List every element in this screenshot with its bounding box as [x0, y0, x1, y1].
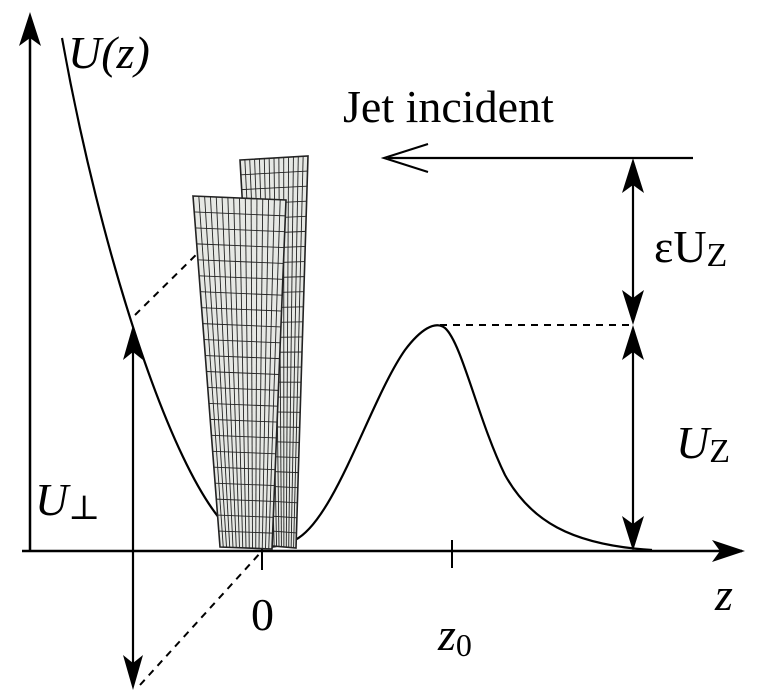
surface-mesh-line [196, 243, 285, 249]
perspective-dashed-lower [139, 550, 263, 686]
surface-mesh-line [200, 291, 283, 296]
x-axis-arrowhead [712, 540, 745, 562]
eps-uz-arrowhead-down [622, 290, 644, 325]
surface-mesh-line [197, 259, 284, 264]
jet-arrowhead-open [380, 143, 429, 173]
surface-mesh-line [212, 450, 276, 455]
u-perp-label: U⊥ [35, 474, 100, 527]
eps-uz-arrowhead-up [622, 158, 644, 193]
surface-mesh-line [201, 307, 282, 312]
surface-mesh-line [205, 355, 280, 360]
uz-arrowhead-down [622, 516, 644, 551]
potential-curve [60, 37, 653, 552]
y-axis-label: U(z) [68, 27, 150, 78]
z0-label: z0 [437, 609, 472, 663]
surface-mesh-line [194, 211, 286, 217]
surface-mesh-line [218, 530, 273, 534]
surface-mesh-line [207, 387, 279, 391]
surface-mesh-line [217, 514, 274, 518]
surface-mesh-line [215, 482, 275, 486]
surface-mesh-line [216, 498, 274, 502]
surface-mesh-line [195, 227, 285, 233]
surface-mesh-line [202, 323, 281, 328]
surface-mesh-line [206, 371, 280, 375]
surface-mesh-line [213, 466, 276, 471]
jet-incident-label: Jet incident [343, 81, 554, 132]
x-axis-label: z [714, 569, 733, 620]
y-axis-arrowhead [19, 12, 41, 46]
origin-label: 0 [251, 589, 274, 640]
surface-mesh-line [211, 434, 277, 439]
potential-surface-front [192, 195, 287, 550]
surface-mesh-line [210, 418, 278, 423]
eps-uz-label: εUZ [654, 221, 727, 274]
surface-mesh-line [208, 402, 278, 407]
surface-mesh-line [241, 185, 308, 191]
surface-mesh-line [240, 170, 308, 176]
surface-mesh-line [204, 339, 281, 344]
u-perp-arrowhead-down [123, 655, 143, 690]
u-perp-arrowhead-up [123, 325, 143, 360]
uz-arrowhead-up [622, 325, 644, 360]
uz-label: UZ [676, 417, 730, 470]
surface-mesh-line [199, 275, 283, 280]
